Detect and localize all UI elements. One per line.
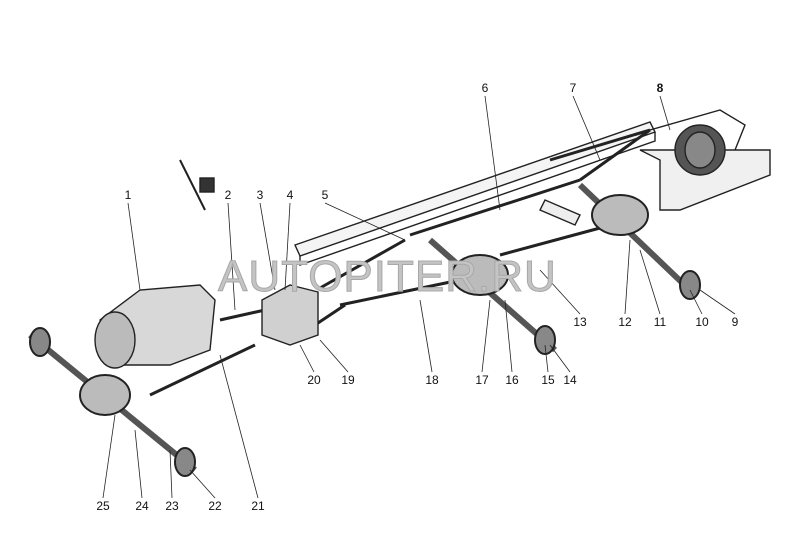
callout-10: 10 [695,315,709,329]
callout-14: 14 [563,373,577,387]
callout-2: 2 [224,188,232,202]
gearbox [94,177,216,369]
callout-16: 16 [505,373,519,387]
callout-23: 23 [165,499,179,513]
callout-11: 11 [653,315,667,329]
leader-lines [102,95,736,499]
middle-axle [428,237,557,355]
callout-15: 15 [541,373,555,387]
callout-20: 20 [307,373,321,387]
callout-9: 9 [731,315,739,329]
callout-5: 5 [321,188,329,202]
callout-24: 24 [135,499,149,513]
watermark: AUTOPITER.RU [218,252,557,302]
callout-17: 17 [475,373,489,387]
callout-22: 22 [208,499,222,513]
front-axle [28,327,197,477]
callout-8: 8 [656,81,664,95]
winch [649,109,746,176]
callout-7: 7 [569,81,577,95]
callout-4: 4 [286,188,294,202]
callout-25: 25 [96,499,110,513]
callout-6: 6 [481,81,489,95]
rear-axle [577,182,701,300]
propeller-shafts [149,128,651,397]
callout-13: 13 [573,315,587,329]
callout-21: 21 [251,499,265,513]
transfer-case [261,284,319,346]
callout-18: 18 [425,373,439,387]
callout-19: 19 [341,373,355,387]
callout-1: 1 [124,188,132,202]
callout-12: 12 [618,315,632,329]
callout-3: 3 [256,188,264,202]
